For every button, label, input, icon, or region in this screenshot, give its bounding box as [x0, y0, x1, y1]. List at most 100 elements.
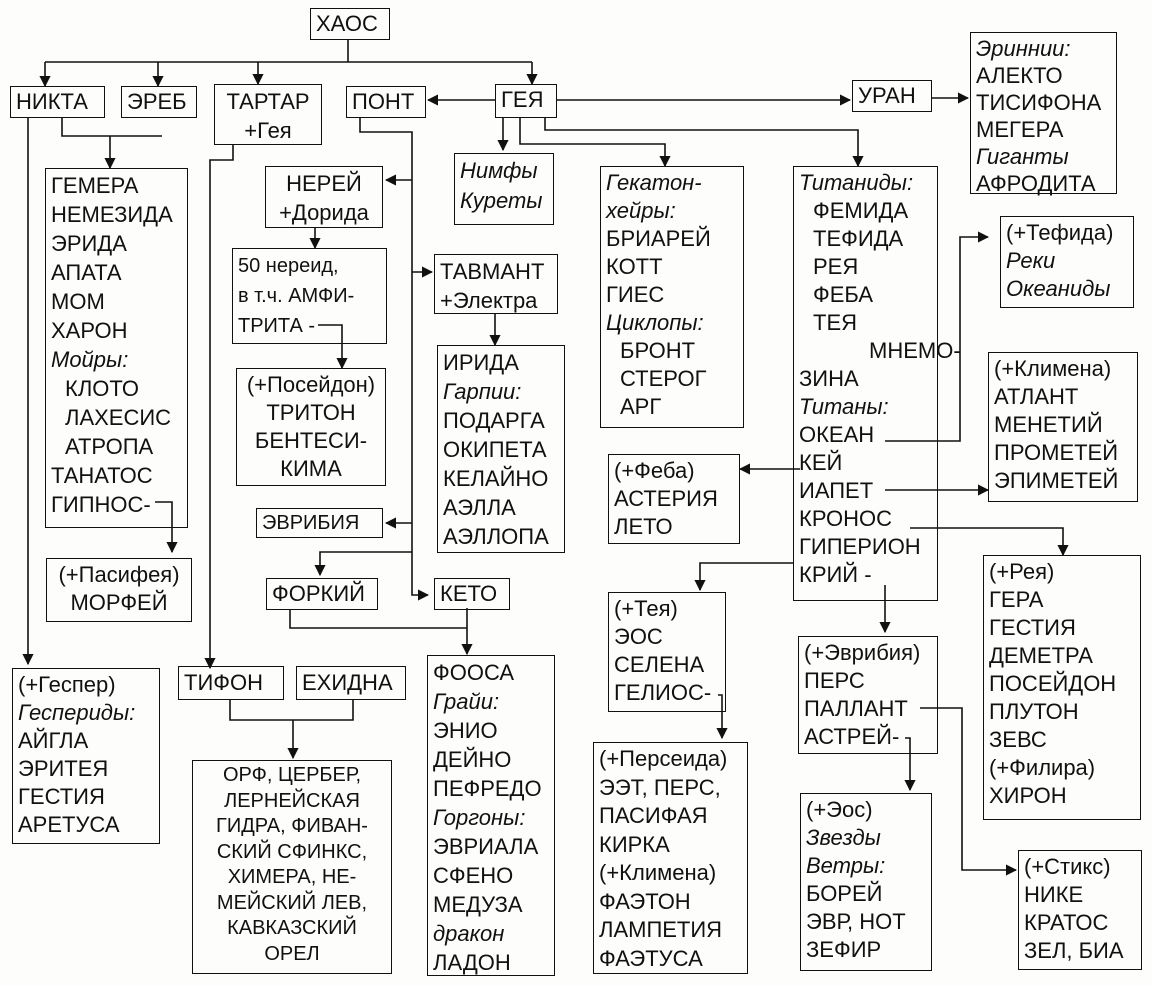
- gekatonheiry-line: АРГ: [620, 394, 662, 419]
- posidon-line: КИМА: [280, 456, 342, 481]
- nikta-children-line: ГЕМЕРА: [51, 173, 139, 198]
- perseida-line: ЛАМПЕТИЯ: [599, 917, 723, 942]
- fooca-line: Горгоны:: [433, 805, 526, 830]
- edge-pallant-stiks: [920, 707, 1018, 876]
- klimena1-line: ЭПИМЕТЕЙ: [994, 468, 1119, 493]
- gekatonheiry-line: КОТТ: [606, 254, 663, 279]
- gesper-line: ЭРИТЕЯ: [18, 756, 109, 781]
- erinnii-line: Эриннии:: [976, 36, 1071, 61]
- ehidna-line: ЕХИДНА: [302, 670, 393, 695]
- reya-line: ХИРОН: [989, 783, 1067, 808]
- feba-line: (+Феба): [614, 458, 695, 483]
- haos-line: ХАОС: [316, 11, 378, 36]
- edge-pont-trunk: [359, 118, 430, 601]
- reya-line: ДЕМЕТРА: [989, 643, 1093, 668]
- orf-line: МЕЙСКИЙ ЛЕВ,: [216, 891, 368, 914]
- fooca-line: Грайи:: [433, 689, 500, 714]
- nikta-children-line: АТРОПА: [65, 434, 154, 459]
- titanidy-line: КЕЙ: [799, 450, 843, 475]
- node-keto: КЕТО: [434, 578, 510, 610]
- node-tavmant: ТАВМАНТ+Электра: [434, 254, 558, 314]
- posidon-line: ТРИТОН: [266, 400, 356, 425]
- forkiy-line: ФОРКИЙ: [272, 581, 365, 606]
- erinnii-line: АФРОДИТА: [976, 171, 1096, 196]
- eos-line: (+Эос): [806, 797, 873, 822]
- tavmant-line: +Электра: [440, 288, 538, 313]
- node-uran: УРАН: [852, 80, 932, 112]
- fooca-line: СФЕНО: [433, 863, 514, 888]
- reya-line: ПЛУТОН: [989, 699, 1079, 724]
- gekatonheiry-line: СТЕРОГ: [620, 366, 707, 391]
- node-pont: ПОНТ: [346, 86, 426, 118]
- gekatonheiry-line: БРИАРЕЙ: [606, 226, 711, 251]
- titanidy-line: ФЕМИДА: [813, 198, 909, 223]
- evribiya-line: ЭВРИБИЯ: [262, 512, 360, 534]
- titanidy-line: ТЕЯ: [813, 310, 857, 335]
- titanidy-line: ЗИНА: [799, 366, 859, 391]
- teya-line: ГЕЛИОС-: [614, 680, 712, 705]
- stiks-line: ЗЕЛ, БИА: [1024, 938, 1124, 963]
- gesper-line: ГЕСТИЯ: [18, 784, 105, 809]
- nikta-children-line: НЕМЕЗИДА: [51, 202, 173, 227]
- perseida-line: ПАСИФАЯ: [599, 803, 708, 828]
- nikta-children-line: АПАТА: [51, 260, 122, 285]
- nerey-line: НЕРЕЙ: [286, 171, 362, 196]
- pasifeya-line: (+Пасифея): [58, 562, 180, 587]
- irida-line: ИРИДА: [443, 350, 519, 375]
- titanidy-line: Титаны:: [799, 394, 889, 419]
- edge-amfitrita-posidon: [318, 324, 348, 370]
- fooca-line: ЛАДОН: [433, 950, 511, 975]
- posidon-line: БЕНТЕСИ-: [254, 428, 368, 453]
- evribiya2-line: (+Эврибия): [804, 640, 921, 665]
- eos-line: БОРЕЙ: [806, 881, 883, 906]
- stiks-line: (+Стикс): [1024, 854, 1111, 879]
- edge-pont-forkiy: [314, 551, 412, 577]
- gekatonheiry-line: хейры:: [606, 198, 676, 223]
- node-tartar: ТАРТАР+Гея: [214, 84, 322, 145]
- node-ereb: ЭРЕБ: [121, 86, 197, 118]
- node-forkiy: ФОРКИЙ: [266, 578, 378, 610]
- titanidy-line: ФЕБА: [813, 282, 874, 307]
- orf-line: КАВКАЗСКИЙ: [227, 917, 357, 939]
- irida-line: ПОДАРГА: [443, 408, 545, 433]
- erinnii-line: АЛЕКТО: [976, 63, 1063, 88]
- perseida-line: (+Климена): [599, 860, 717, 885]
- pont-line: ПОНТ: [352, 89, 415, 114]
- nikta-children-line: ХАРОН: [51, 318, 128, 343]
- nimfy-line: Куреты: [460, 188, 543, 213]
- nereidy-line: 50 нереид,: [238, 255, 339, 277]
- gekatonheiry-line: ГИЕС: [606, 282, 665, 307]
- feba-line: ЛЕТО: [614, 514, 673, 539]
- erinnii-line: МЕГЕРА: [976, 117, 1064, 142]
- posidon-line: (+Посейдон): [246, 372, 376, 397]
- tifon-line: ТИФОН: [184, 670, 263, 695]
- perseida-line: ЭЭТ, ПЕРС,: [599, 774, 721, 800]
- gekatonheiry-line: Гекатон-: [606, 170, 702, 195]
- keto-line: КЕТО: [440, 581, 498, 606]
- nereidy-line: ТРИТА -: [238, 315, 316, 337]
- teya-line: (+Тея): [614, 596, 678, 621]
- perseida-line: ФАЭТОН: [599, 888, 691, 914]
- fooca-line: ЭВРИАЛА: [433, 834, 539, 859]
- erinnii-line: ТИСИФОНА: [976, 90, 1102, 115]
- reya-line: ГЕРА: [989, 587, 1044, 612]
- reya-line: (+Рея): [989, 559, 1055, 584]
- gesper-line: Геспериды:: [18, 700, 136, 725]
- perseida-line: КИРКА: [599, 831, 670, 857]
- nikta-children-line: ЛАХЕСИС: [65, 405, 172, 430]
- edge-forkiy-keto-fooca: [289, 608, 467, 654]
- nikta-line: НИКТА: [16, 89, 88, 114]
- node-ehidna: ЕХИДНА: [296, 666, 406, 700]
- irida-line: КЕЛАЙНО: [443, 466, 549, 491]
- nikta-children-line: Мойры:: [51, 347, 129, 372]
- gekatonheiry-line: БРОНТ: [620, 338, 696, 363]
